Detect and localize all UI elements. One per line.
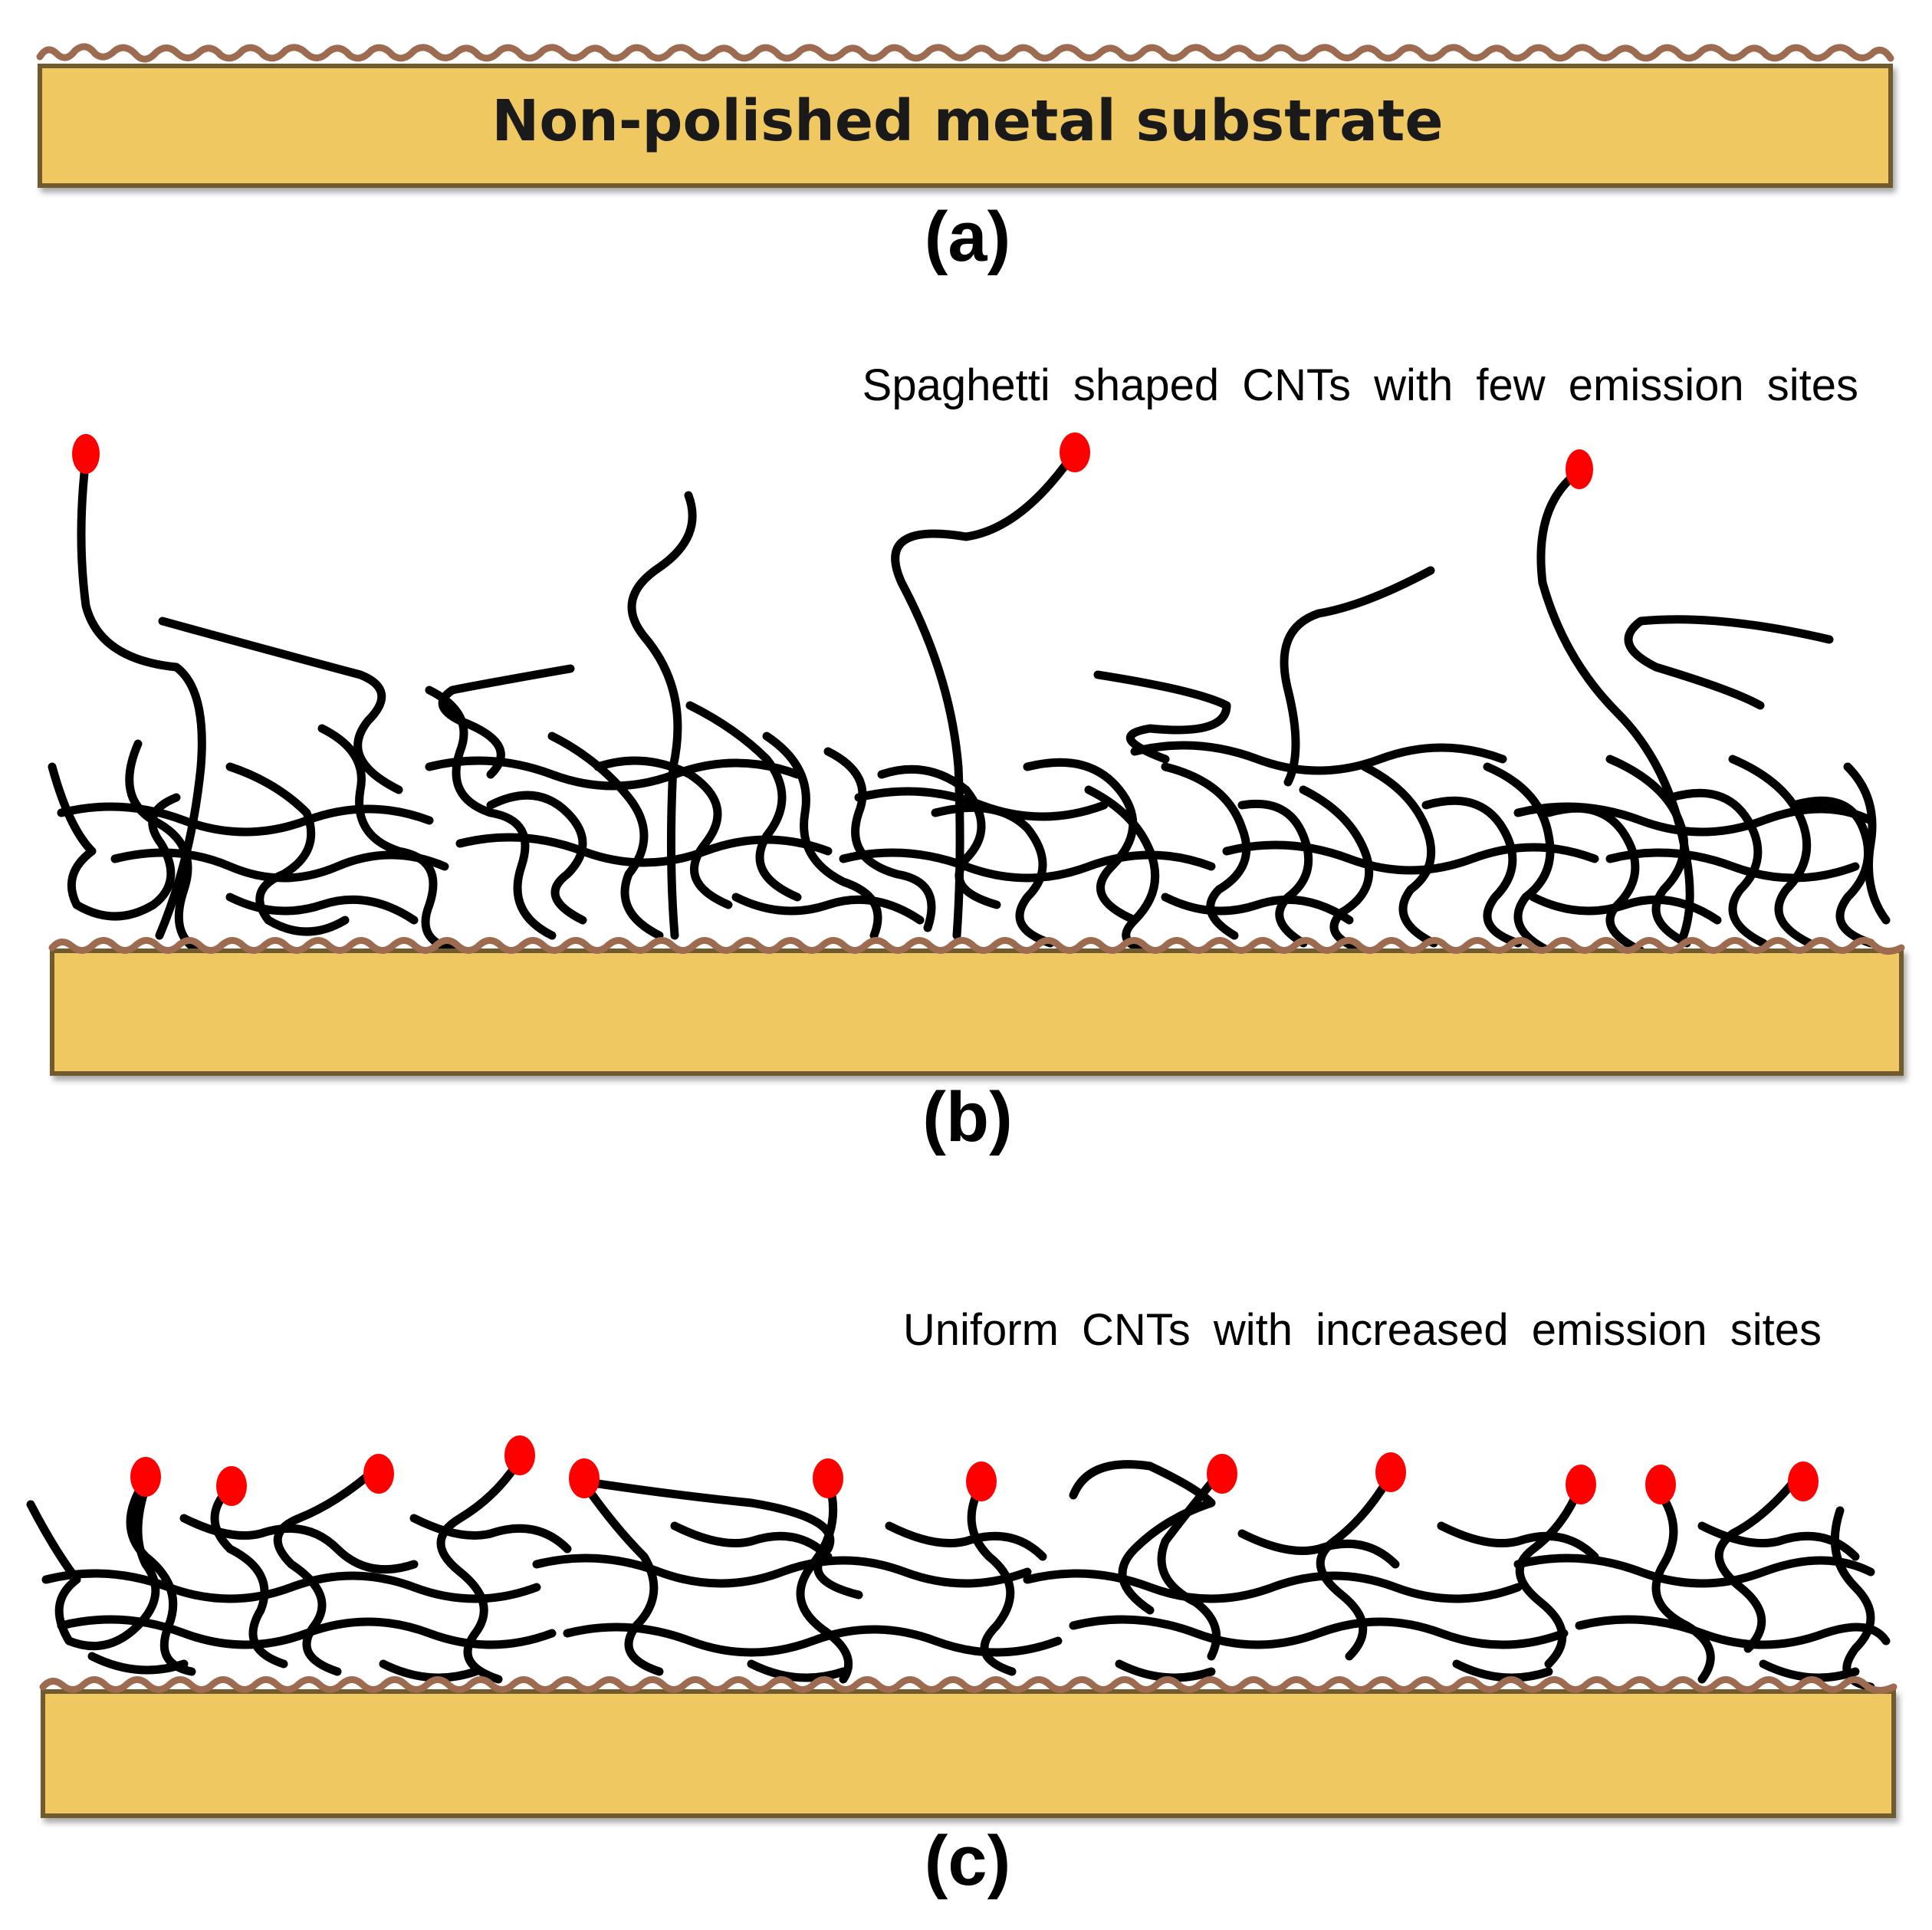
- emission-site: [1645, 1465, 1676, 1504]
- panel-b-label: (b): [922, 1078, 1012, 1156]
- substrate-a: [36, 43, 1894, 188]
- cnt-tall-4: [627, 491, 697, 940]
- emission-sites-c: [130, 1435, 1819, 1506]
- panel-c-label: (c): [925, 1822, 1010, 1900]
- substrate-c-body: [41, 1689, 1896, 1818]
- emission-site: [216, 1466, 247, 1506]
- panel-b: Spaghetti shaped CNTs with few emission …: [48, 360, 1905, 1156]
- emission-site: [1566, 1465, 1596, 1504]
- emission-site: [504, 1435, 535, 1475]
- cnt-tall-strands: [77, 454, 1834, 940]
- panel-c-caption: Uniform CNTs with increased emission sit…: [903, 1305, 1822, 1355]
- emission-site: [72, 434, 100, 474]
- panel-a-label: (a): [925, 198, 1010, 276]
- emission-site: [1375, 1452, 1406, 1492]
- cnt-tall-7: [1624, 615, 1834, 710]
- substrate-b-body: [50, 949, 1904, 1076]
- cnt-tangled-mat-b: [48, 686, 1891, 955]
- substrate-b: [48, 937, 1905, 1076]
- emission-site: [130, 1457, 161, 1497]
- substrate-label: Non-polished metal substrate: [491, 88, 1443, 154]
- emission-site: [1566, 449, 1593, 489]
- cnt-tangled-mat-c: [26, 1452, 1891, 1692]
- emission-site: [363, 1454, 394, 1494]
- cnt-tall-5: [1280, 566, 1435, 787]
- substrate-b-rough-edge: [48, 937, 1905, 955]
- substrate-a-body: [38, 64, 1893, 188]
- substrate-c-rough-edge: [39, 1676, 1898, 1694]
- emission-site: [966, 1461, 997, 1501]
- substrate-a-rough-edge: [36, 43, 1894, 63]
- panel-a: Non-polished metal substrate (a): [36, 43, 1894, 276]
- emission-site: [813, 1458, 843, 1498]
- cnt-tall-3: [1536, 468, 1694, 940]
- cnt-tall-1: [77, 454, 206, 940]
- emission-site: [1788, 1461, 1819, 1501]
- emission-site: [1060, 432, 1090, 472]
- emission-site: [569, 1458, 600, 1498]
- cnt-tall-8: [438, 664, 575, 779]
- cnt-tall-9: [1093, 670, 1231, 764]
- cnt-tall-6: [158, 616, 403, 794]
- emission-sites-b: [72, 432, 1593, 489]
- emission-site: [1207, 1454, 1237, 1494]
- panel-b-caption: Spaghetti shaped CNTs with few emission …: [863, 360, 1858, 410]
- cnt-tall-2: [891, 454, 1075, 940]
- substrate-c: [39, 1676, 1898, 1818]
- panel-c: Uniform CNTs with increased emission sit…: [26, 1305, 1898, 1900]
